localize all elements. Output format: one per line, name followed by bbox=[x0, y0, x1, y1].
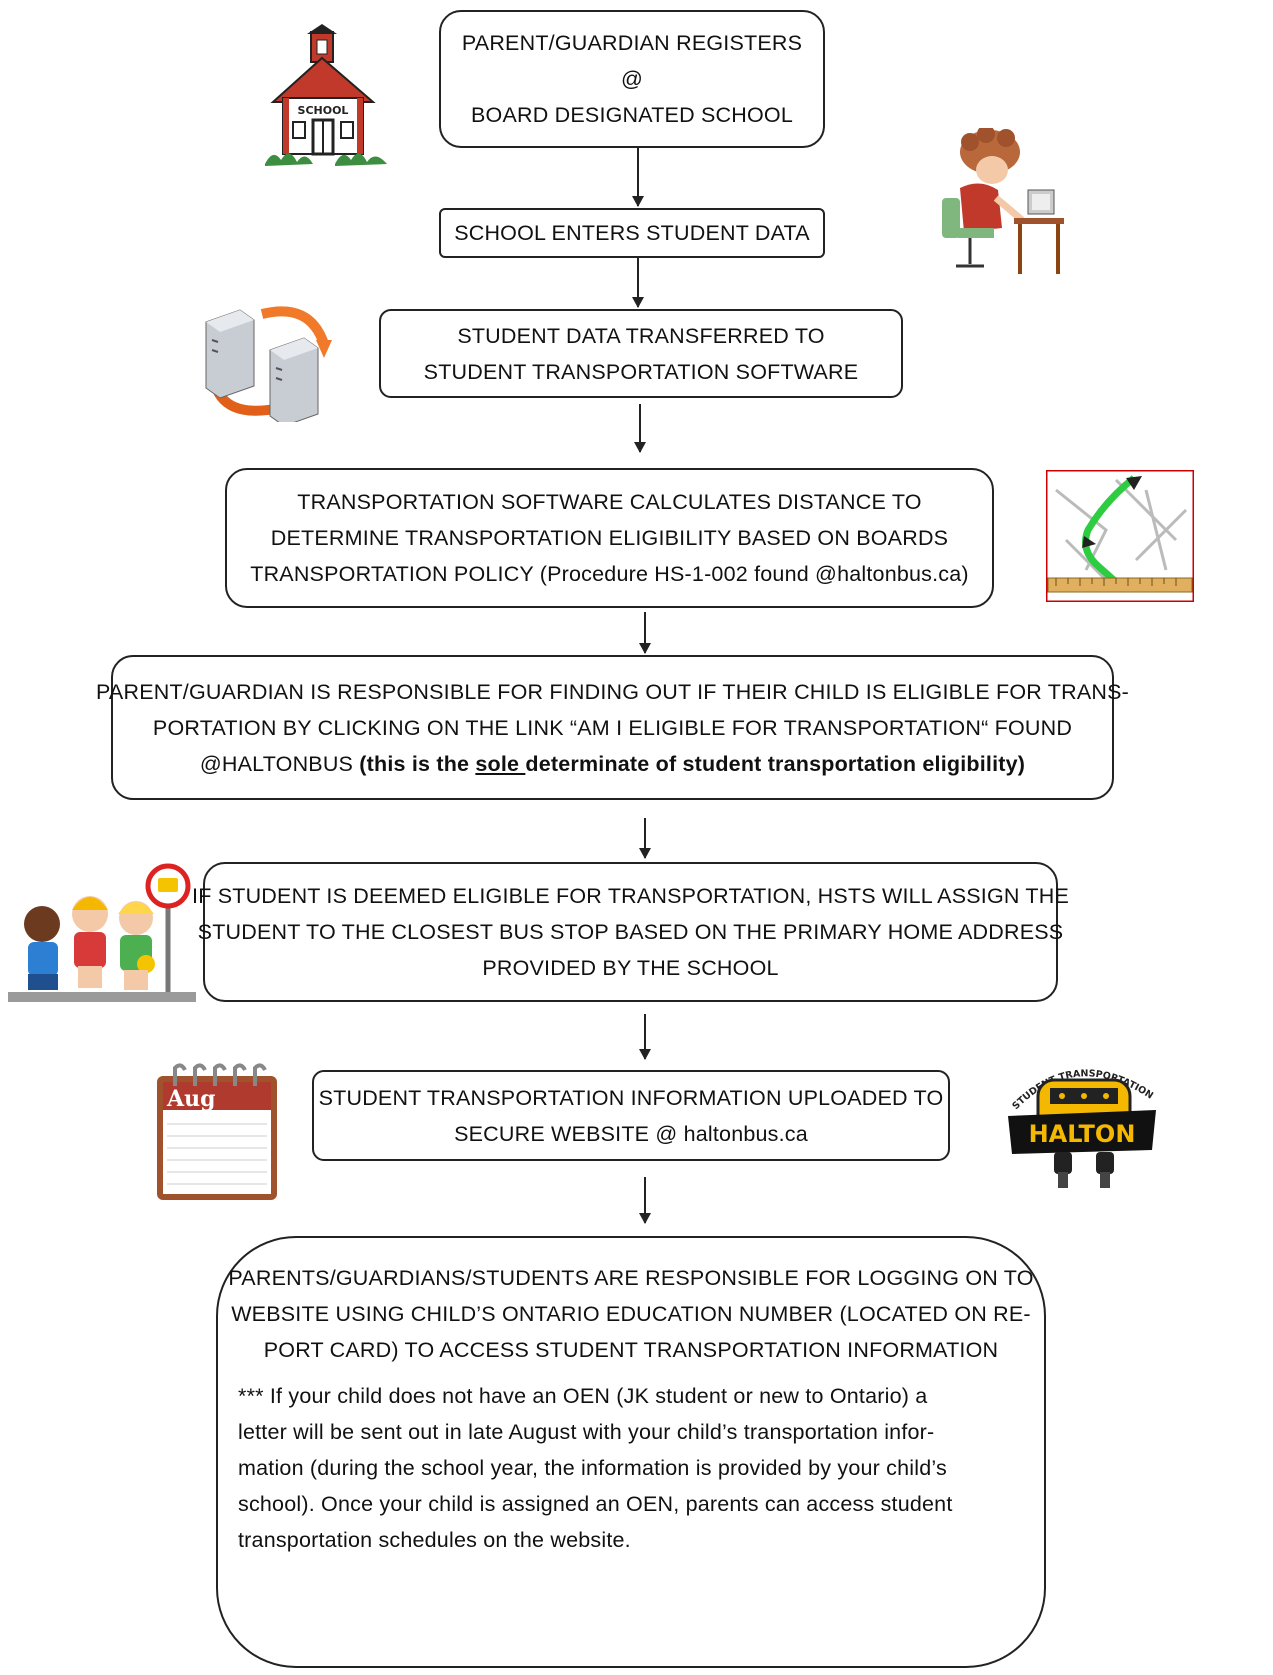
step-enter-data: SCHOOL ENTERS STUDENT DATA bbox=[439, 208, 825, 258]
step-text: STUDENT TRANSPORTATION SOFTWARE bbox=[423, 359, 859, 384]
step-text: WEBSITE USING CHILD’S ONTARIO EDUCATION … bbox=[231, 1302, 1031, 1326]
server-transfer-icon bbox=[205, 306, 332, 422]
step-text: STUDENT TO THE CLOSEST BUS STOP BASED ON… bbox=[197, 920, 1064, 944]
step-check-eligibility: PARENT/GUARDIAN IS RESPONSIBLE FOR FINDI… bbox=[96, 655, 1129, 800]
step-log-on: PARENTS/GUARDIANS/STUDENTS ARE RESPONSIB… bbox=[216, 1236, 1046, 1668]
step-text: SCHOOL ENTERS STUDENT DATA bbox=[454, 221, 810, 245]
step-register: PARENT/GUARDIAN REGISTERS @ BOARD DESIGN… bbox=[439, 10, 825, 148]
logo-name: HALTON bbox=[1029, 1120, 1136, 1148]
step-text: TRANSPORTATION POLICY (Procedure HS-1-00… bbox=[250, 562, 969, 586]
flow-arrow bbox=[634, 404, 646, 453]
school-sign: SCHOOL bbox=[298, 104, 349, 117]
step-text: SECURE WEBSITE @ haltonbus.ca bbox=[454, 1121, 808, 1146]
step-text: @ bbox=[620, 67, 644, 91]
step-assign-stop: IF STUDENT IS DEEMED ELIGIBLE FOR TRANSP… bbox=[192, 862, 1069, 1002]
step-text: BOARD DESIGNATED SCHOOL bbox=[471, 103, 793, 127]
route-map-icon bbox=[1046, 470, 1194, 602]
oen-note: *** If your child does not have an OEN (… bbox=[238, 1378, 953, 1558]
woman-at-computer-icon bbox=[942, 128, 1064, 274]
step-text: PORTATION BY CLICKING ON THE LINK “AM I … bbox=[152, 715, 1073, 740]
step-calculate-distance: TRANSPORTATION SOFTWARE CALCULATES DISTA… bbox=[225, 468, 994, 608]
step-text: DETERMINE TRANSPORTATION ELIGIBILITY BAS… bbox=[270, 526, 949, 550]
step-text: TRANSPORTATION SOFTWARE CALCULATES DISTA… bbox=[297, 490, 922, 514]
step-text: PARENT/GUARDIAN REGISTERS bbox=[461, 31, 803, 55]
note-text: mation (during the school year, the info… bbox=[238, 1456, 947, 1480]
note-text: transportation schedules on the website. bbox=[238, 1528, 631, 1552]
note-text: letter will be sent out in late August w… bbox=[238, 1420, 935, 1444]
flow-arrow bbox=[632, 258, 644, 308]
note-text: *** If your child does not have an OEN (… bbox=[238, 1384, 928, 1408]
flow-arrow bbox=[632, 148, 644, 207]
calendar-month: Aug bbox=[166, 1086, 215, 1112]
step-text: PORT CARD) TO ACCESS STUDENT TRANSPORTAT… bbox=[263, 1338, 999, 1362]
schoolhouse-icon: SCHOOL bbox=[265, 24, 387, 166]
note-text: school). Once your child is assigned an … bbox=[238, 1492, 953, 1516]
step-text: STUDENT DATA TRANSFERRED TO bbox=[457, 323, 825, 348]
step-text: PROVIDED BY THE SCHOOL bbox=[482, 956, 779, 980]
step-upload-info: STUDENT TRANSPORTATION INFORMATION UPLOA… bbox=[312, 1070, 950, 1161]
flow-arrow bbox=[639, 1014, 651, 1060]
children-bus-stop-icon bbox=[8, 863, 196, 1002]
step-text: PARENTS/GUARDIANS/STUDENTS ARE RESPONSIB… bbox=[228, 1266, 1034, 1290]
step-text-emphasis: @HALTONBUS (this is the sole determinate… bbox=[199, 751, 1026, 776]
halton-logo: STUDENT TRANSPORTATION SERVICES HALTON bbox=[1002, 1054, 1156, 1188]
flow-arrow bbox=[639, 1177, 651, 1224]
step-text: STUDENT TRANSPORTATION INFORMATION UPLOA… bbox=[318, 1085, 944, 1110]
flow-arrow bbox=[639, 818, 651, 859]
step-text: PARENT/GUARDIAN IS RESPONSIBLE FOR FINDI… bbox=[95, 679, 1130, 704]
calendar-icon: Aug bbox=[157, 1063, 277, 1200]
step-data-transfer: STUDENT DATA TRANSFERRED TO STUDENT TRAN… bbox=[379, 309, 903, 398]
flow-arrow bbox=[639, 612, 651, 654]
step-text: IF STUDENT IS DEEMED ELIGIBLE FOR TRANSP… bbox=[192, 884, 1069, 908]
